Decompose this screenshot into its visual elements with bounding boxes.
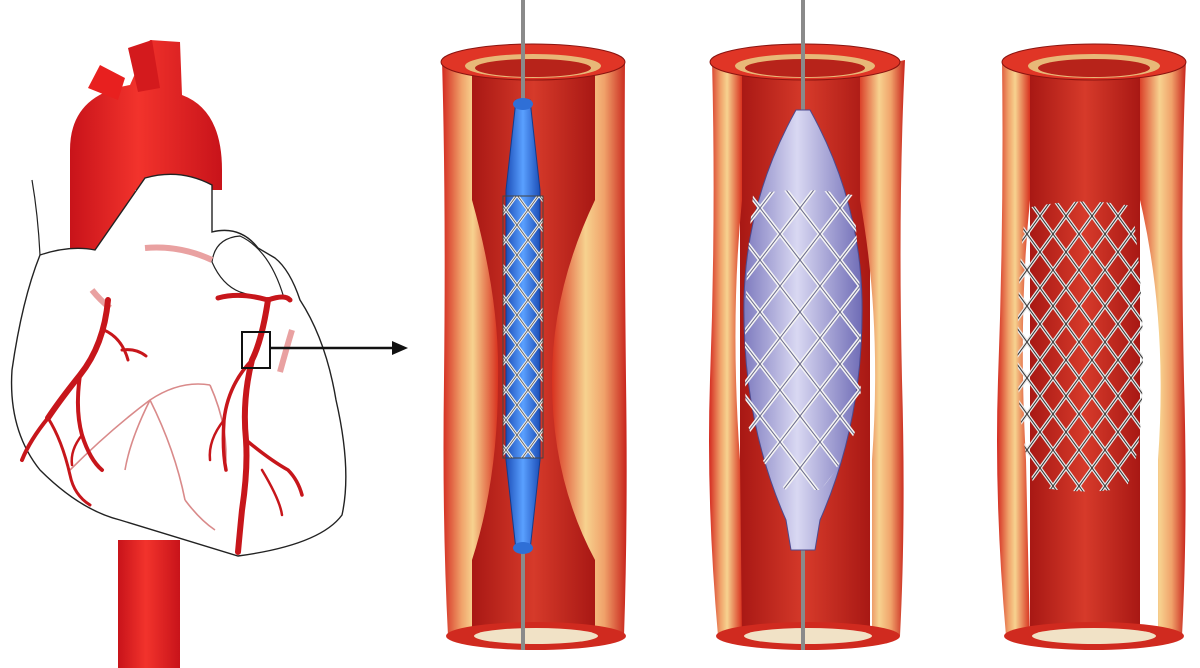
- descending-aorta: [118, 540, 180, 668]
- pulmonary-edge: [31, 179, 41, 256]
- vessel-top-lumen: [475, 59, 591, 77]
- left-coronary-artery: [208, 292, 304, 555]
- vessel-panel-1: [440, 0, 627, 650]
- vessel-bottom-opening: [744, 628, 872, 644]
- arrow-head-icon: [392, 341, 408, 355]
- vessel-wall-right: [552, 60, 627, 640]
- vessel-panel-2: [709, 0, 905, 650]
- vessel-wall-left: [442, 60, 499, 640]
- vessel-wall-left: [997, 60, 1030, 640]
- faint-veins: [69, 383, 227, 531]
- highlight-box: [241, 331, 271, 369]
- vessel-bottom-opening: [474, 628, 598, 644]
- vessel-wall-right: [858, 60, 905, 640]
- aortic-branch-left: [88, 65, 125, 100]
- heart-outline: [10, 173, 347, 557]
- vessel-top-lumen: [1038, 59, 1150, 77]
- expanding-stent: [744, 190, 862, 490]
- balloon-marker-top: [513, 98, 533, 110]
- deployed-stent: [1017, 201, 1143, 492]
- balloon-marker-bottom: [513, 542, 533, 554]
- posterior-vessel-3: [277, 329, 295, 373]
- vessel-bottom-opening: [1032, 628, 1156, 644]
- heart-panel: [10, 40, 408, 668]
- vessel-wall-right: [1138, 60, 1186, 640]
- vessel-panel-3: [997, 43, 1187, 650]
- aortic-branch-mid: [128, 40, 160, 92]
- crimped-stent: [502, 195, 544, 459]
- right-coronary-artery: [20, 297, 148, 507]
- posterior-vessel: [144, 244, 214, 263]
- vessel-wall-left: [709, 60, 742, 640]
